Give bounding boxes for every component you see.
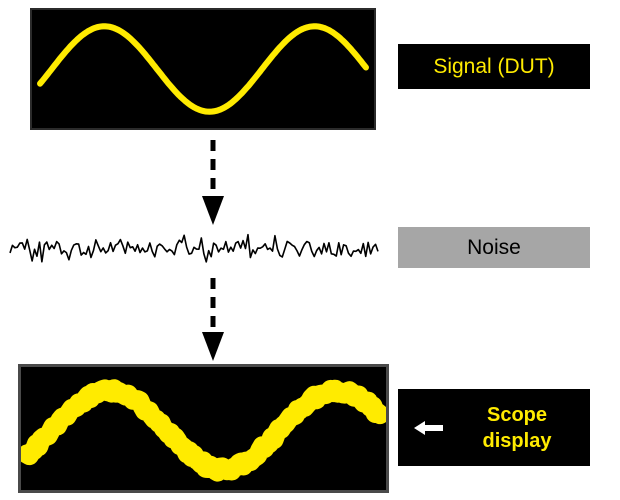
scope-display-label-text: Scope display xyxy=(458,402,590,454)
signal-label-box: Signal (DUT) xyxy=(398,44,590,89)
noise-waveform xyxy=(9,233,379,263)
signal-scope-screen xyxy=(30,8,376,130)
scope-label-line2: display xyxy=(482,429,552,452)
noise-label-box: Noise xyxy=(398,227,590,268)
scope-display-label-box: Scope display xyxy=(398,389,590,466)
signal-waveform xyxy=(37,23,369,115)
down-arrow-icon-top xyxy=(202,140,224,225)
signal-label-text: Signal (DUT) xyxy=(433,54,555,78)
output-scope-screen xyxy=(18,364,389,493)
output-waveform xyxy=(21,379,386,482)
scope-label-line1: Scope xyxy=(486,403,548,426)
down-arrow-icon-bottom xyxy=(202,278,224,361)
noise-label-text: Noise xyxy=(467,235,521,259)
left-arrow-icon xyxy=(414,420,443,435)
